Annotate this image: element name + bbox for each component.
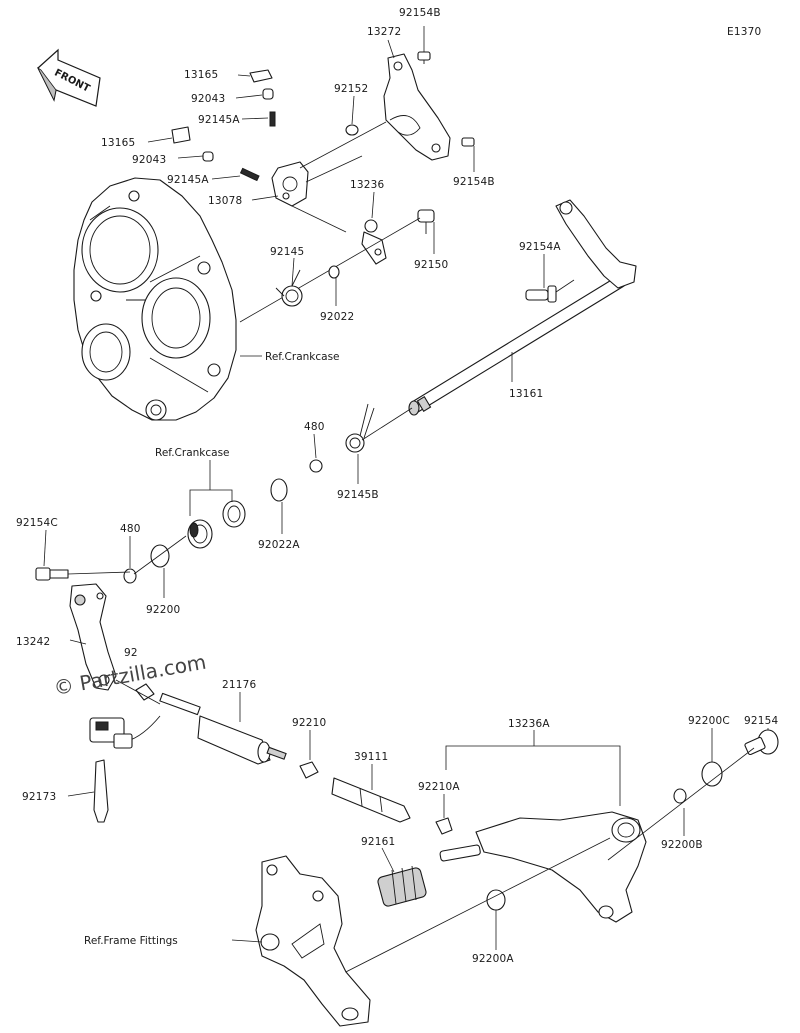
circlip-480-a — [309, 459, 323, 473]
label-13165-a: 13165 — [184, 69, 218, 81]
pin-92043-a — [262, 88, 274, 100]
shift-shaft-13161 — [408, 199, 637, 416]
label-92145B: 92145B — [337, 489, 379, 501]
spring-92145B — [345, 403, 375, 453]
label-92145: 92145 — [270, 246, 304, 258]
bolt-92154C — [35, 567, 69, 581]
frame-fitting-bracket — [255, 855, 371, 1027]
label-92152: 92152 — [334, 83, 368, 95]
label-480-a: 480 — [304, 421, 325, 433]
label-92150: 92150 — [414, 259, 448, 271]
washer-92200C — [701, 761, 723, 787]
part-labels: 92154B 13272 13165 92043 92145A 92152 13… — [16, 7, 779, 965]
label-92200C: 92200C — [688, 715, 730, 727]
label-13078: 13078 — [208, 195, 242, 207]
front-arrow-icon: FRONT — [36, 48, 101, 107]
bolt-92150 — [417, 209, 435, 234]
label-92043-a: 92043 — [191, 93, 225, 105]
nut-92210A — [435, 817, 453, 835]
label-92145A-a: 92145A — [198, 114, 240, 126]
label-480-b: 480 — [120, 523, 141, 535]
label-92200B: 92200B — [661, 839, 703, 851]
pin-92043-b — [202, 151, 214, 162]
label-92154A: 92154A — [519, 241, 561, 253]
label-21176: 21176 — [222, 679, 257, 691]
rubber-92161 — [377, 865, 427, 907]
bolt-92154B-top — [417, 51, 431, 64]
circlip-480-b — [123, 568, 137, 584]
label-92210: 92210 — [292, 717, 326, 729]
pawl-13165-b — [171, 126, 191, 144]
nut-small — [135, 683, 155, 701]
label-13236A: 13236A — [508, 718, 550, 730]
washer-92200B — [673, 788, 687, 804]
label-92022A: 92022A — [258, 539, 300, 551]
label-92043-b: 92043 — [132, 154, 166, 166]
guide-plate-13272 — [383, 53, 451, 161]
label-92154B-mid: 92154B — [453, 176, 495, 188]
collar-92152 — [345, 124, 359, 136]
washer-92200 — [150, 544, 170, 568]
spring-92145 — [275, 269, 303, 307]
pedal-13236A — [439, 811, 647, 923]
label-13165-b: 13165 — [101, 137, 135, 149]
shift-drum-cam-13078 — [271, 155, 363, 233]
pin-92145A-a — [269, 111, 276, 127]
label-13242: 13242 — [16, 636, 50, 648]
pawl-13165-a — [249, 69, 273, 83]
label-13161: 13161 — [509, 388, 543, 400]
pin-92145A-b — [239, 167, 260, 182]
crankcase-cover — [73, 177, 237, 421]
ref-frame-fittings: Ref.Frame Fittings — [84, 935, 178, 947]
ref-crankcase-2: Ref.Crankcase — [155, 447, 230, 459]
shift-sensor-21176 — [89, 692, 287, 765]
washer-92022A — [270, 478, 288, 502]
washer-92022 — [328, 265, 340, 279]
label-92-partial: 92 — [124, 647, 138, 659]
label-92154: 92154 — [744, 715, 779, 727]
label-92161: 92161 — [361, 836, 395, 848]
needle-bearing — [222, 500, 246, 528]
lever-13236 — [361, 219, 387, 265]
label-92173: 92173 — [22, 791, 56, 803]
label-92154C: 92154C — [16, 517, 58, 529]
oil-seal — [187, 519, 213, 549]
leader-lines — [43, 26, 769, 950]
label-92200A: 92200A — [472, 953, 514, 965]
label-92154B-top: 92154B — [399, 7, 441, 19]
label-92200: 92200 — [146, 604, 180, 616]
ref-crankcase-1: Ref.Crankcase — [265, 351, 340, 363]
shift-lever-13242 — [69, 583, 117, 691]
rod-39111 — [331, 777, 411, 823]
label-13272: 13272 — [367, 26, 401, 38]
label-13236: 13236 — [350, 179, 385, 191]
bolt-92154B-mid — [461, 137, 475, 147]
nut-92210 — [299, 761, 319, 779]
label-92022: 92022 — [320, 311, 354, 323]
label-39111: 39111 — [354, 751, 388, 763]
label-92145A-b: 92145A — [167, 174, 209, 186]
label-92210A: 92210A — [418, 781, 460, 793]
band-92173 — [93, 759, 109, 823]
diagram-code: E1370 — [727, 26, 761, 38]
bolt-92154A — [525, 285, 557, 303]
